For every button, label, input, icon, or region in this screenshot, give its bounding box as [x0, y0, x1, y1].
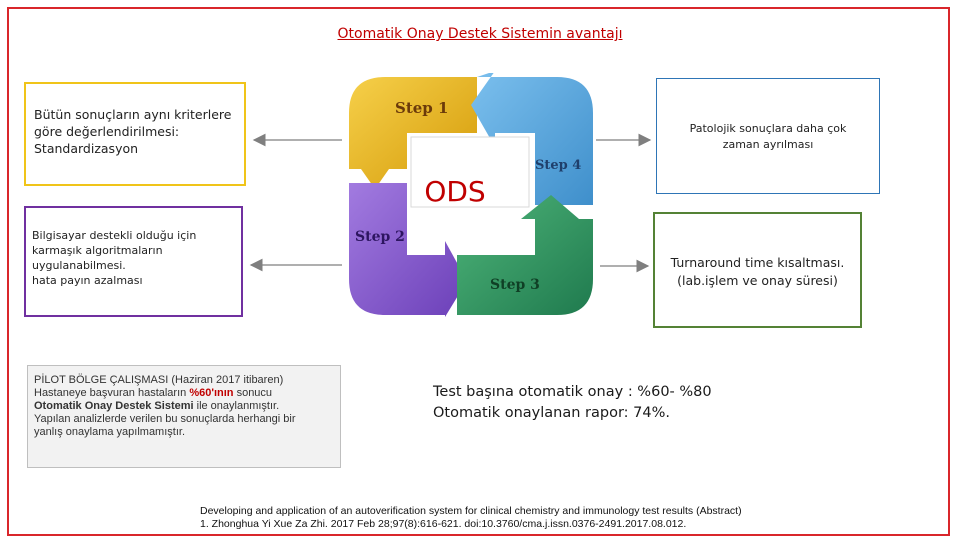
stats-line-2: Otomatik onaylanan rapor: 74%.: [433, 405, 670, 421]
reference-line-2: 1. Zhonghua Yi Xue Za Zhi. 2017 Feb 28;9…: [200, 518, 687, 530]
turnaround-line-1: Turnaround time kısaltması.: [670, 255, 845, 270]
pilot-line-3-suffix: ile onaylanmıştır.: [193, 400, 280, 412]
stats-line-1: Test başına otomatik onay : %60- %80: [433, 384, 712, 400]
reference-citation: Developing and application of an autover…: [200, 505, 742, 531]
pilot-line-3: Otomatik Onay Destek Sistemi ile onaylan…: [34, 400, 334, 413]
pilot-system-name: Otomatik Onay Destek Sistemi: [34, 400, 194, 412]
step4-segment: [471, 73, 593, 205]
step1-label: Step 1: [395, 99, 448, 117]
step3-segment: [457, 195, 593, 315]
computer-line-4: hata payın azalması: [32, 274, 143, 287]
reference-line-1: Developing and application of an autover…: [200, 505, 742, 517]
slide-title: Otomatik Onay Destek Sistemin avantajı: [337, 26, 623, 42]
pathologic-results-box: Patolojik sonuçlara daha çok zaman ayrıl…: [656, 78, 880, 194]
computer-aided-box: Bilgisayar destekli olduğu için karmaşık…: [24, 206, 243, 317]
standardization-line-1: Bütün sonuçların aynı kriterlere: [34, 107, 232, 122]
step2-label: Step 2: [355, 229, 405, 245]
step4-label: Step 4: [535, 158, 581, 173]
autoverification-stats: Test başına otomatik onay : %60- %80 Oto…: [433, 382, 712, 424]
pilot-line-4: Yapılan analizlerde verilen bu sonuçlard…: [34, 413, 296, 425]
pathologic-line-1: Patolojik sonuçlara daha çok: [689, 122, 847, 135]
computer-line-1: Bilgisayar destekli olduğu için: [32, 229, 197, 242]
standardization-box: Bütün sonuçların aynı kriterlere göre de…: [24, 82, 246, 186]
pilot-line-2-text: Hastaneye başvuran hastaların: [34, 387, 190, 399]
turnaround-box: Turnaround time kısaltması. (lab.işlem v…: [653, 212, 862, 328]
pilot-line-2: Hastaneye başvuran hastaların %60'ının s…: [34, 387, 334, 400]
pilot-line-5: yanlış onaylama yapılmamıştır.: [34, 426, 186, 438]
pilot-line-2-suffix: sonucu: [233, 387, 273, 399]
step3-label: Step 3: [490, 277, 540, 293]
slide-frame: [7, 7, 950, 536]
standardization-line-3: Standardizasyon: [34, 141, 139, 156]
standardization-line-2: göre değerlendirilmesi:: [34, 124, 180, 139]
pathologic-line-2: zaman ayrılması: [722, 138, 814, 151]
computer-line-3: uygulanabilmesi.: [32, 259, 126, 272]
ods-center: [410, 136, 530, 208]
ods-label: ODS: [424, 175, 485, 208]
step1-segment: [349, 77, 477, 189]
pilot-study-box: PİLOT BÖLGE ÇALIŞMASI (Haziran 2017 itib…: [27, 365, 341, 468]
pilot-line-1: PİLOT BÖLGE ÇALIŞMASI (Haziran 2017 itib…: [34, 374, 284, 386]
ods-cycle-diagram: ODS Step 1 Step 4 Step 2 Step 3: [349, 73, 593, 317]
step2-segment: [349, 183, 467, 317]
pilot-percentage: %60'ının: [189, 387, 234, 399]
turnaround-line-2: (lab.işlem ve onay süresi): [677, 273, 838, 288]
computer-line-2: karmaşık algoritmaların: [32, 244, 163, 257]
